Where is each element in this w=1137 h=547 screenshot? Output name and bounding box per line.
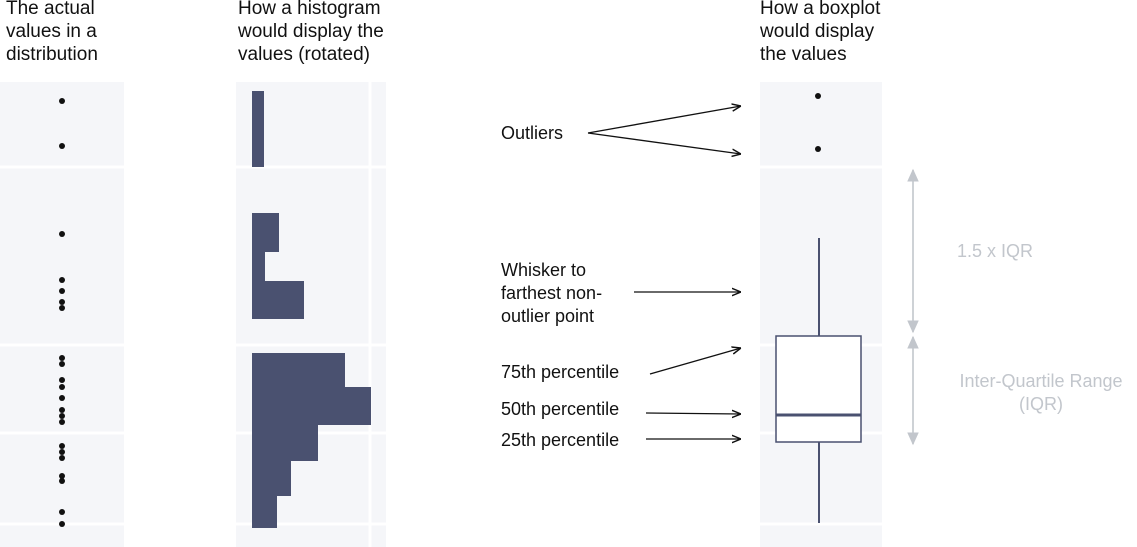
heading-actual-values: The actual values in a distribution xyxy=(6,0,98,65)
value-dot xyxy=(59,355,65,361)
value-dot xyxy=(59,377,65,383)
value-dot xyxy=(59,288,65,294)
value-dot xyxy=(59,361,65,367)
iqr-box xyxy=(775,335,862,443)
value-dot xyxy=(59,478,65,484)
heading-boxplot: How a boxplot would display the values xyxy=(760,0,881,65)
value-dot xyxy=(59,143,65,149)
value-dot xyxy=(59,277,65,283)
actual-values-panel xyxy=(0,82,124,547)
value-dot xyxy=(59,455,65,461)
value-dot xyxy=(59,419,65,425)
iqr-label: Inter-Quartile Range (IQR) xyxy=(959,371,1123,414)
heading-histogram: How a histogram would display the values… xyxy=(238,0,384,65)
value-dot xyxy=(59,509,65,515)
boxplot xyxy=(775,93,862,523)
value-dot xyxy=(59,443,65,449)
percentile-25-label: 25th percentile xyxy=(501,430,620,450)
value-dot xyxy=(59,299,65,305)
arrow-icon xyxy=(649,348,741,375)
value-dot xyxy=(59,231,65,237)
value-dot xyxy=(59,395,65,401)
histogram-bars xyxy=(252,91,371,528)
percentile-50-label: 50th percentile xyxy=(501,399,620,419)
value-dot xyxy=(59,521,65,527)
background-panels xyxy=(0,82,882,547)
outlier-point xyxy=(815,93,821,99)
outlier-point xyxy=(815,146,821,152)
whisker-label: Whisker to farthest non- outlier point xyxy=(501,260,603,326)
arrow-icon xyxy=(645,413,741,414)
value-dot xyxy=(59,98,65,104)
boxplot-panel xyxy=(760,82,882,547)
arrow-icon xyxy=(587,106,741,134)
value-dot xyxy=(59,449,65,455)
value-dot xyxy=(59,473,65,479)
pointer-arrows xyxy=(587,106,741,439)
value-dot xyxy=(59,305,65,311)
percentile-75-label: 75th percentile xyxy=(501,362,620,382)
outliers-label: Outliers xyxy=(501,123,564,143)
actual-values-dots xyxy=(59,98,65,527)
value-dot xyxy=(59,407,65,413)
value-dot xyxy=(59,384,65,390)
value-dot xyxy=(59,413,65,419)
arrow-icon xyxy=(587,132,741,154)
range-1-5-iqr-label: 1.5 x IQR xyxy=(956,241,1034,261)
